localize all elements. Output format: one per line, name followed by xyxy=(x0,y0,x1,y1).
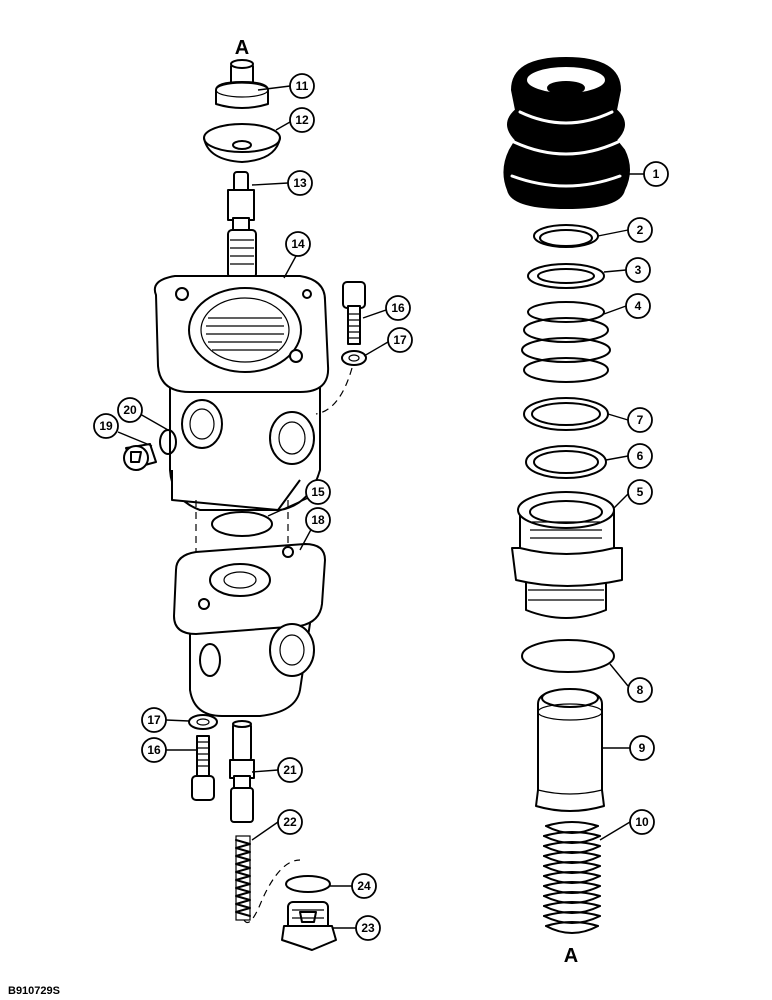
svg-text:21: 21 xyxy=(283,763,297,777)
svg-text:14: 14 xyxy=(291,237,305,251)
svg-text:17: 17 xyxy=(147,713,161,727)
part-12-washer xyxy=(203,123,281,163)
callout-23: 23 xyxy=(355,915,381,941)
figure-id: B910729S xyxy=(8,985,60,997)
svg-text:12: 12 xyxy=(295,113,309,127)
callout-9: 9 xyxy=(629,735,655,761)
part-23-plug xyxy=(281,901,337,951)
svg-text:7: 7 xyxy=(637,413,644,427)
part-5-retainer xyxy=(511,491,623,619)
svg-text:10: 10 xyxy=(635,815,649,829)
svg-text:24: 24 xyxy=(357,879,371,893)
svg-text:8: 8 xyxy=(637,683,644,697)
callout-24: 24 xyxy=(351,873,377,899)
svg-text:9: 9 xyxy=(639,741,646,755)
part-1-boot xyxy=(503,56,630,210)
part-18-lower-body xyxy=(173,543,326,717)
leader-lines xyxy=(117,85,644,929)
part-19-plug xyxy=(123,443,157,471)
svg-text:18: 18 xyxy=(311,513,325,527)
part-2-snap-ring xyxy=(533,224,599,248)
callout-17-upper: 17 xyxy=(387,327,413,353)
marker-a-bottom: A xyxy=(564,945,578,967)
svg-text:1: 1 xyxy=(653,167,660,181)
callout-12: 12 xyxy=(289,107,315,133)
callout-16-upper: 16 xyxy=(385,295,411,321)
callout-11: 11 xyxy=(289,73,315,99)
assembly-path-spring xyxy=(243,859,301,924)
callout-13: 13 xyxy=(287,170,313,196)
svg-text:19: 19 xyxy=(99,419,113,433)
part-13-spool xyxy=(227,171,257,279)
svg-text:20: 20 xyxy=(123,403,137,417)
svg-text:16: 16 xyxy=(147,743,161,757)
part-24-o-ring xyxy=(285,875,331,893)
svg-text:17: 17 xyxy=(393,333,407,347)
callout-6: 6 xyxy=(627,443,653,469)
svg-text:3: 3 xyxy=(635,263,642,277)
callout-1: 1 xyxy=(643,161,669,187)
part-8-o-ring xyxy=(521,639,615,673)
svg-text:5: 5 xyxy=(637,485,644,499)
svg-text:23: 23 xyxy=(361,921,375,935)
part-17-washer-lower xyxy=(188,714,218,730)
callout-7: 7 xyxy=(627,407,653,433)
part-21-spool xyxy=(229,720,255,823)
callout-18: 18 xyxy=(305,507,331,533)
callout-22: 22 xyxy=(277,809,303,835)
part-14-upper-body xyxy=(153,275,330,511)
callout-2: 2 xyxy=(627,217,653,243)
callout-21: 21 xyxy=(277,757,303,783)
callout-17-lower: 17 xyxy=(141,707,167,733)
callout-16-lower: 16 xyxy=(141,737,167,763)
callout-20: 20 xyxy=(117,397,143,423)
svg-text:16: 16 xyxy=(391,301,405,315)
callout-15: 15 xyxy=(305,479,331,505)
svg-text:15: 15 xyxy=(311,485,325,499)
callout-8: 8 xyxy=(627,677,653,703)
part-15-o-ring xyxy=(211,511,273,537)
part-10-spring xyxy=(543,821,601,934)
part-4-spring xyxy=(521,301,611,383)
part-22-spring xyxy=(235,835,251,921)
svg-text:13: 13 xyxy=(293,176,307,190)
part-11-cap xyxy=(215,59,269,109)
svg-text:6: 6 xyxy=(637,449,644,463)
callout-4: 4 xyxy=(625,293,651,319)
part-16-bolt-upper xyxy=(342,281,366,345)
callout-3: 3 xyxy=(625,257,651,283)
callout-10: 10 xyxy=(629,809,655,835)
part-3-washer xyxy=(527,263,605,289)
svg-text:2: 2 xyxy=(637,223,644,237)
part-16-bolt-lower xyxy=(191,735,215,801)
svg-text:11: 11 xyxy=(296,79,309,93)
svg-text:4: 4 xyxy=(635,299,642,313)
svg-text:22: 22 xyxy=(283,815,297,829)
callout-14: 14 xyxy=(285,231,311,257)
part-6-seal-ring xyxy=(525,445,607,479)
part-7-seal xyxy=(523,397,609,431)
part-17-washer-upper xyxy=(341,350,367,366)
marker-a-top: A xyxy=(235,37,249,59)
callout-19: 19 xyxy=(93,413,119,439)
part-9-piston xyxy=(535,688,605,812)
callout-5: 5 xyxy=(627,479,653,505)
